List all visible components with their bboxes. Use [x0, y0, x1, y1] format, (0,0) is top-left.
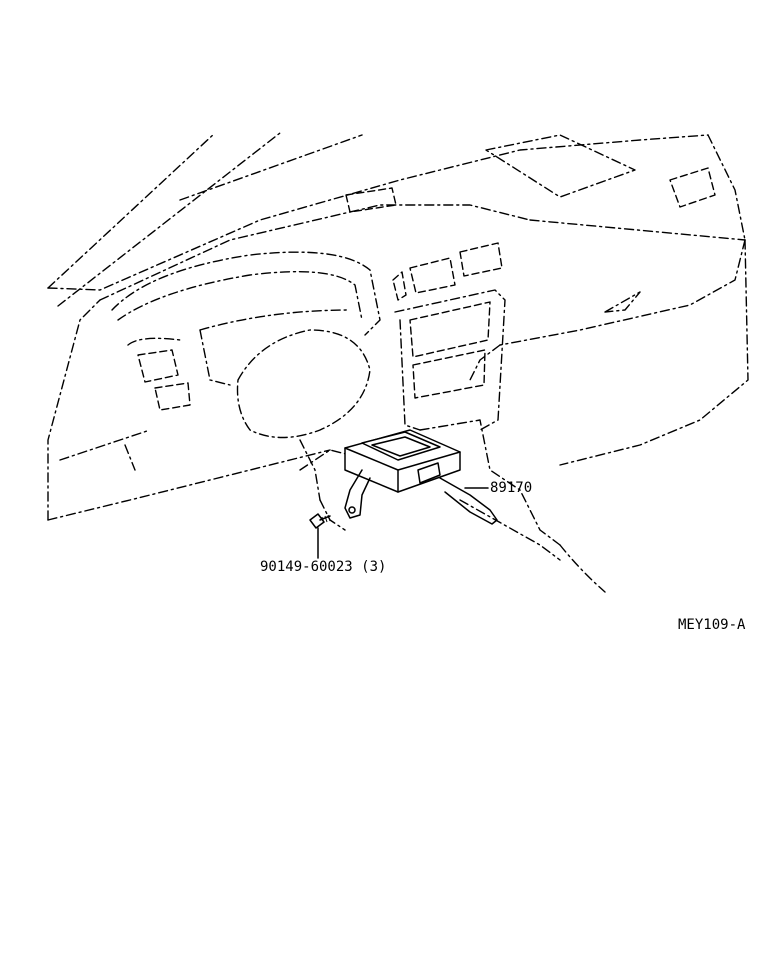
callout-90149-60023: 90149-60023 (3)	[260, 559, 387, 575]
bolt-90149	[309, 513, 331, 559]
control-module-89170	[344, 429, 498, 525]
figure-code: MEY109-A	[678, 617, 746, 633]
callout-89170: 89170	[490, 480, 533, 496]
dashboard-outline	[47, 132, 749, 593]
